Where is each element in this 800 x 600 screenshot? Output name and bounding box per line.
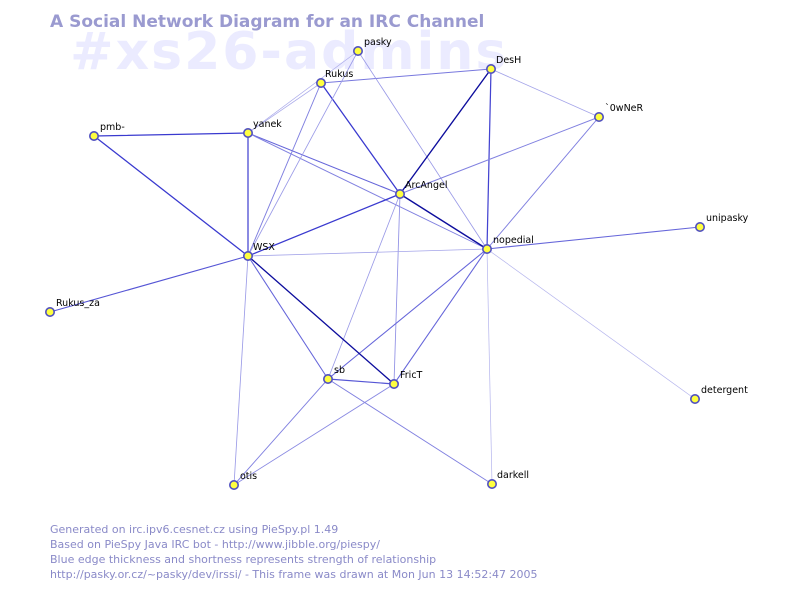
- node-label-owner: `0wNeR: [605, 103, 644, 114]
- node-unipasky[interactable]: unipasky: [694, 213, 749, 233]
- node-label-yanek: yanek: [253, 119, 282, 130]
- node-label-rukus: Rukus: [325, 69, 353, 80]
- node-label-arcangel: ArcAngel: [405, 180, 447, 191]
- node-pmb[interactable]: pmb-: [89, 122, 125, 142]
- edge-wsx-rukus_za: [49, 255, 249, 313]
- node-dot-arcangel[interactable]: [394, 189, 405, 200]
- node-dot-rukus_za[interactable]: [44, 306, 55, 317]
- node-dot-sb[interactable]: [322, 373, 333, 384]
- node-dot-pasky[interactable]: [352, 45, 363, 56]
- node-desh[interactable]: DesH: [485, 55, 521, 75]
- edge-owner-nopedial: [486, 116, 600, 250]
- edge-arcangel-nopedial: [399, 193, 488, 250]
- node-dot-wsx[interactable]: [243, 251, 254, 262]
- edge-pasky-wsx: [247, 50, 359, 257]
- node-label-sb: sb: [334, 365, 345, 376]
- edge-desh-owner: [490, 68, 600, 118]
- node-label-wsx: WSX: [253, 242, 275, 253]
- edge-nopedial-darkell: [486, 248, 493, 485]
- edges-layer: [49, 50, 701, 486]
- edge-sb-frict: [327, 378, 395, 385]
- footer-legend-line: Blue edge thickness and shortness repres…: [50, 553, 437, 566]
- node-label-nopedial: nopedial: [493, 235, 534, 246]
- edge-pmb-yanek: [93, 132, 249, 137]
- edge-pmb-wsx: [93, 135, 249, 257]
- footer-based-on-line: Based on PieSpy Java IRC bot - http://ww…: [50, 538, 380, 551]
- node-sb[interactable]: sb: [322, 365, 345, 384]
- edge-wsx-sb: [247, 255, 329, 380]
- node-owner[interactable]: `0wNeR: [593, 103, 644, 123]
- node-label-darkell: darkell: [497, 470, 529, 481]
- node-dot-rukus[interactable]: [315, 78, 326, 89]
- channel-watermark: #xs26-admins: [70, 22, 509, 82]
- node-label-unipasky: unipasky: [706, 213, 749, 224]
- node-detergent[interactable]: detergent: [689, 385, 748, 404]
- node-frict[interactable]: FricT: [388, 370, 423, 389]
- edge-rukus-wsx: [247, 82, 322, 257]
- node-dot-nopedial[interactable]: [481, 244, 492, 255]
- node-label-pmb: pmb-: [100, 122, 125, 133]
- edge-wsx-frict: [247, 255, 395, 385]
- edge-yanek-rukus: [247, 82, 322, 134]
- edge-arcangel-wsx: [247, 193, 401, 257]
- node-dot-frict[interactable]: [388, 378, 399, 389]
- edge-sb-darkell: [327, 378, 493, 485]
- edge-owner-arcangel: [399, 116, 600, 195]
- footer-generated-line: Generated on irc.ipv6.cesnet.cz using Pi…: [50, 523, 339, 536]
- edge-rukus-arcangel: [320, 82, 401, 195]
- node-arcangel[interactable]: ArcAngel: [394, 180, 448, 200]
- node-dot-darkell[interactable]: [486, 478, 497, 489]
- node-rukus[interactable]: Rukus: [315, 69, 354, 89]
- node-dot-desh[interactable]: [485, 64, 496, 75]
- edge-wsx-otis: [233, 255, 249, 486]
- edge-nopedial-sb: [327, 248, 488, 380]
- node-pasky[interactable]: pasky: [352, 37, 392, 56]
- node-darkell[interactable]: darkell: [486, 470, 529, 489]
- node-dot-detergent[interactable]: [689, 393, 700, 404]
- edge-nopedial-unipasky: [486, 226, 701, 250]
- footer-timestamp-line: http://pasky.or.cz/~pasky/dev/irssi/ - T…: [50, 568, 538, 581]
- node-nopedial[interactable]: nopedial: [481, 235, 534, 255]
- edge-yanek-arcangel: [247, 132, 401, 195]
- edge-arcangel-sb: [327, 193, 401, 380]
- edge-nopedial-wsx: [247, 248, 488, 257]
- node-dot-pmb[interactable]: [89, 131, 100, 142]
- diagram-title: A Social Network Diagram for an IRC Chan…: [50, 12, 485, 32]
- node-dot-otis[interactable]: [229, 479, 240, 490]
- node-label-rukus_za: Rukus_za: [56, 298, 100, 309]
- node-label-desh: DesH: [496, 55, 521, 66]
- edge-arcangel-frict: [393, 193, 401, 385]
- edge-frict-otis: [233, 383, 395, 486]
- edge-nopedial-detergent: [486, 248, 696, 400]
- node-otis[interactable]: otis: [229, 471, 257, 490]
- footer-info: Generated on irc.ipv6.cesnet.cz using Pi…: [50, 522, 538, 582]
- edge-desh-arcangel: [399, 68, 492, 195]
- node-dot-unipasky[interactable]: [694, 222, 705, 233]
- node-label-pasky: pasky: [364, 37, 392, 48]
- edge-sb-otis: [233, 378, 329, 486]
- node-rukus_za[interactable]: Rukus_za: [44, 298, 100, 317]
- node-label-detergent: detergent: [701, 385, 748, 396]
- node-dot-yanek[interactable]: [243, 128, 254, 139]
- node-wsx[interactable]: WSX: [243, 242, 276, 262]
- node-dot-owner[interactable]: [593, 112, 604, 123]
- node-label-frict: FricT: [400, 370, 423, 381]
- node-label-otis: otis: [240, 471, 257, 482]
- edge-rukus-desh: [320, 68, 492, 84]
- edge-yanek-pasky: [247, 50, 359, 134]
- node-yanek[interactable]: yanek: [243, 119, 283, 139]
- edge-desh-nopedial: [486, 68, 492, 250]
- edge-pasky-nopedial: [357, 50, 488, 250]
- edge-nopedial-frict: [393, 248, 488, 385]
- edge-yanek-nopedial: [247, 132, 488, 250]
